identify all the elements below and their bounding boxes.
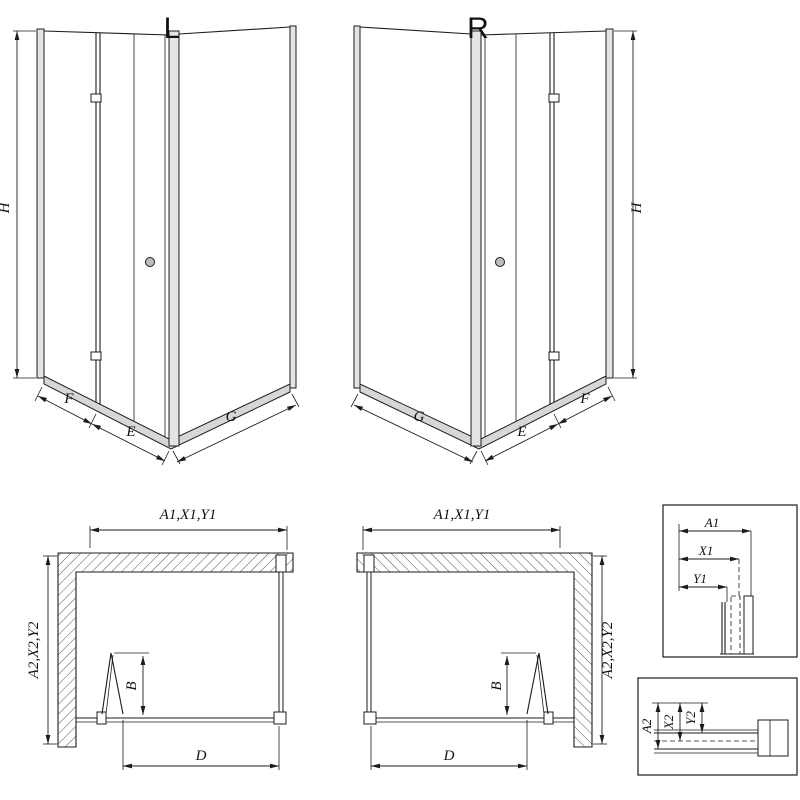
detail-label-a1: A1 [704,515,719,530]
dim-label-height-right: H [629,201,645,214]
3d-view-left [13,26,299,465]
detail-label-y1: Y1 [693,571,707,586]
plan-fold-label-right: B [489,681,505,690]
plan-opening-label-left: D [195,748,207,764]
variant-label-right: R [467,12,489,45]
dim-label-side-left: G [226,409,237,425]
detail-box-width-profile: A1 X1 Y1 [662,504,798,658]
plan-depth-label-left: A2,X2,Y2 [26,621,42,679]
detail-label-x2: X2 [661,714,676,730]
detail-label-y2: Y2 [683,711,698,725]
detail-label-a2: A2 [639,718,654,734]
dim-label-height-left: H [0,201,13,214]
plan-view-left [43,526,293,770]
plan-width-label-left: A1,X1,Y1 [159,507,217,523]
plan-width-label-right: A1,X1,Y1 [433,507,491,523]
dim-label-fixed-right: F [579,391,590,407]
plan-opening-label-right: D [443,748,455,764]
plan-depth-label-right: A2,X2,Y2 [600,621,616,679]
detail-box-depth-profile: A2 X2 Y2 [637,677,798,776]
plan-fold-label-left: B [124,681,140,690]
detail-label-x1: X1 [698,543,713,558]
dim-label-door-left: E [125,424,135,440]
dim-label-fixed-left: F [63,391,74,407]
dim-label-side-right: G [414,409,425,425]
variant-label-left: L [164,12,181,45]
3d-view-right [351,26,637,465]
dim-label-door-right: E [516,424,526,440]
plan-view-right [357,526,607,770]
